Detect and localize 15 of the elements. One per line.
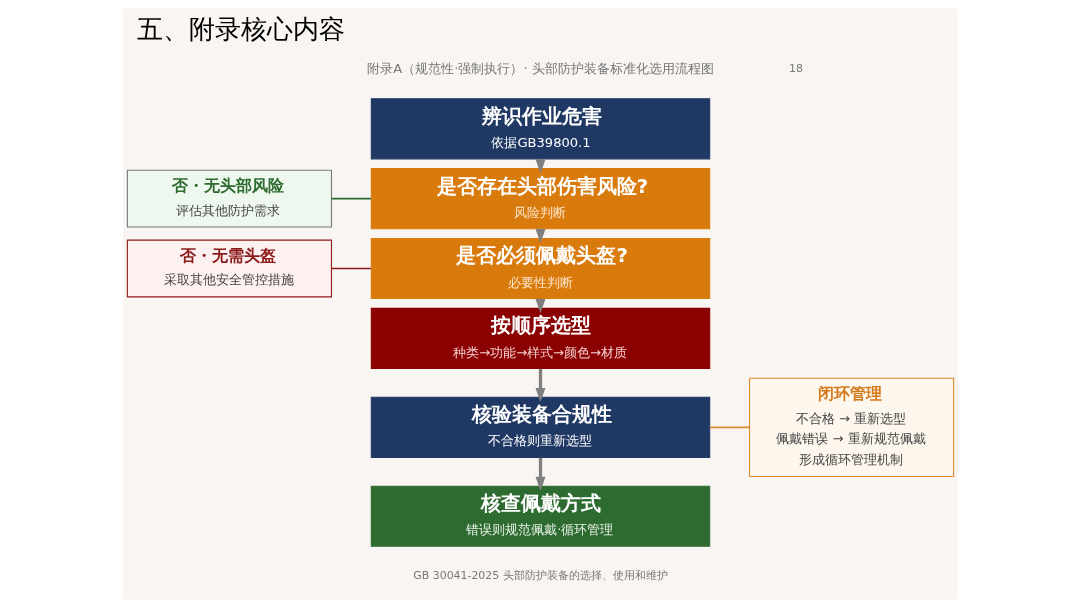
node-box: 闭环管理 不合格 → 重新选型 佩戴错误 → 重新规范佩戴 形成循环管理机制	[748, 377, 954, 477]
label: 附录A（规范性·强制执行）· 头部防护装备标准化选用流程图	[366, 60, 714, 76]
node-box: 否・无头部风险 评估其他防护需求	[126, 169, 332, 228]
arrow	[535, 368, 545, 403]
connector	[330, 267, 372, 270]
diagram-title: 五、附录核心内容	[136, 13, 345, 44]
arrow	[535, 457, 545, 492]
label: 18	[788, 62, 803, 76]
node-box: 核查佩戴方式 错误则规范佩戴·循环管理	[370, 485, 710, 547]
label: GB 30041-2025 头部防护装备的选择、使用和维护	[412, 568, 668, 582]
connector	[708, 426, 750, 429]
node-box: 核验装备合规性 不合格则重新选型	[370, 396, 710, 458]
node-box: 按顺序选型 种类→功能→样式→颜色→材质	[370, 307, 710, 369]
connector	[330, 197, 372, 200]
node-box: 否・无需头盔 采取其他安全管控措施	[126, 239, 332, 298]
